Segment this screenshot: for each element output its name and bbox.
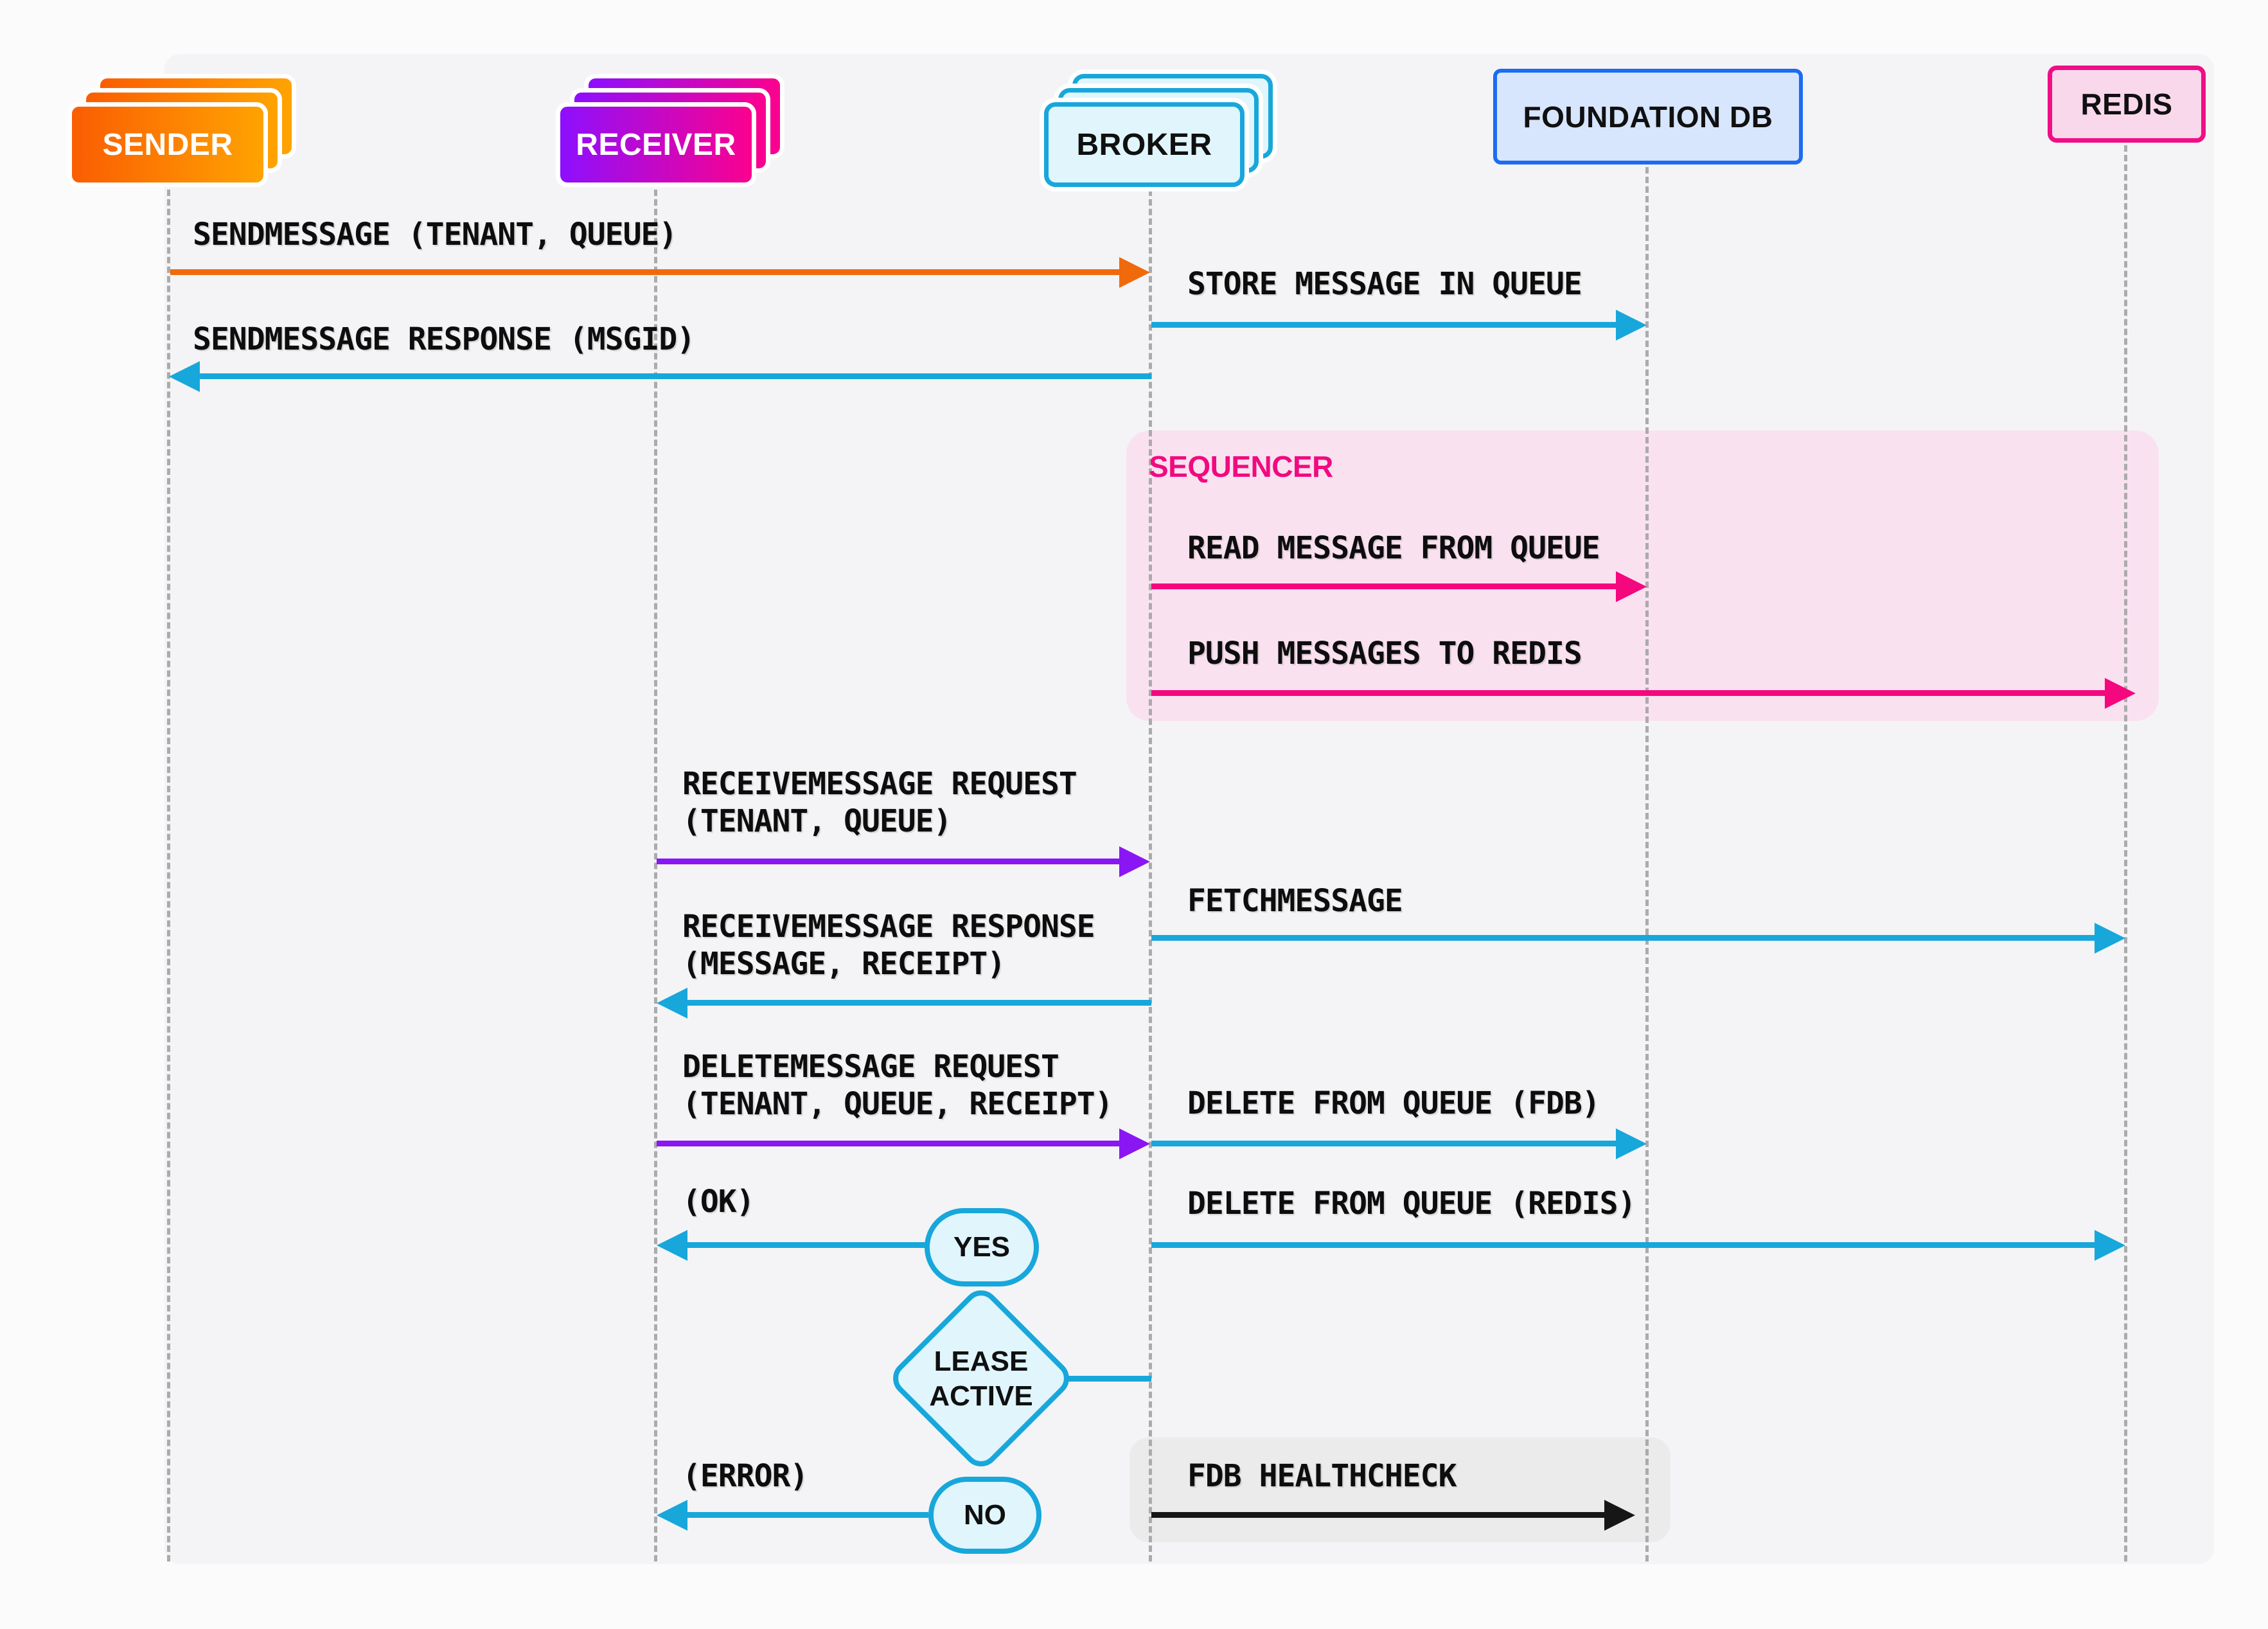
arrow-store-message (1151, 322, 1617, 328)
message-label-error: (ERROR) (682, 1458, 808, 1494)
arrow-fetchmessage (1151, 935, 2096, 941)
fdb-healthcheck-group-panel (1130, 1438, 1670, 1542)
foundationdb-lifeline (1645, 167, 1649, 1562)
actor-broker-card: BROKER (1044, 74, 1275, 190)
arrow-delete-from-queue-redis (1151, 1242, 2096, 1248)
arrow-sendmessage (170, 269, 1121, 275)
receiver-lifeline (654, 190, 657, 1562)
message-label-delete-from-queue-redis: DELETE FROM QUEUE (REDIS) (1187, 1186, 1636, 1222)
receiver-stack-front-card: RECEIVER (556, 102, 756, 187)
redis-label: REDIS (2080, 87, 2173, 121)
message-label-receivemessage-request: RECEIVEMESSAGE REQUEST (TENANT, QUEUE) (682, 766, 1077, 839)
message-label-push-messages: PUSH MESSAGES TO REDIS (1187, 636, 1582, 672)
foundationdb-label: FOUNDATION DB (1523, 100, 1773, 134)
yes-node: YES (925, 1208, 1039, 1286)
broker-lifeline (1149, 190, 1152, 1562)
message-label-receivemessage-response: RECEIVEMESSAGE RESPONSE (MESSAGE, RECEIP… (682, 909, 1095, 982)
sender-stack-front-card: SENDER (67, 102, 268, 187)
arrow-ok (686, 1242, 928, 1248)
arrow-receivemessage-request (657, 859, 1121, 864)
actor-receiver-card: RECEIVER (556, 74, 787, 190)
actor-sender-card: SENDER (67, 74, 299, 190)
message-label-delete-from-queue-fdb: DELETE FROM QUEUE (FDB) (1187, 1085, 1600, 1121)
message-label-fetchmessage: FETCHMESSAGE (1187, 883, 1403, 919)
no-node: NO (928, 1477, 1041, 1554)
arrow-receivemessage-response (686, 1000, 1151, 1006)
no-node-label: NO (964, 1499, 1006, 1531)
redis-lifeline (2124, 145, 2127, 1562)
lease-active-label: LEASE ACTIVE (929, 1346, 1033, 1412)
arrow-push-messages (1151, 690, 2106, 696)
diagram-background-panel (164, 54, 2214, 1564)
sequencer-label: SEQUENCER (1149, 450, 1333, 483)
sender-lifeline (167, 190, 170, 1562)
yes-node-label: YES (953, 1231, 1011, 1263)
message-label-store-message: STORE MESSAGE IN QUEUE (1187, 266, 1582, 302)
message-label-sendmessage-response: SENDMESSAGE RESPONSE (MSGID) (193, 321, 695, 357)
message-label-ok: (OK) (682, 1184, 755, 1220)
lease-active-connector-line (1067, 1376, 1151, 1382)
broker-stack-front-card: BROKER (1044, 102, 1245, 187)
arrow-fdb-healthcheck (1151, 1512, 1606, 1518)
message-label-fdb-healthcheck: FDB HEALTHCHECK (1187, 1458, 1457, 1494)
broker-label: BROKER (1076, 127, 1212, 162)
actor-redis-card: REDIS (2048, 66, 2206, 143)
actor-foundationdb-card: FOUNDATION DB (1493, 69, 1803, 165)
message-label-read-message: READ MESSAGE FROM QUEUE (1187, 530, 1600, 566)
receiver-label: RECEIVER (576, 127, 736, 162)
sender-label: SENDER (102, 127, 233, 162)
message-label-deletemessage-request: DELETEMESSAGE REQUEST (TENANT, QUEUE, RE… (682, 1049, 1113, 1122)
arrow-delete-from-queue-fdb (1151, 1141, 1617, 1146)
arrow-sendmessage-response (199, 373, 1151, 379)
arrow-deletemessage-request (657, 1141, 1121, 1146)
arrow-error (686, 1512, 928, 1518)
message-label-sendmessage: SENDMESSAGE (TENANT, QUEUE) (193, 217, 677, 253)
arrow-read-message (1151, 583, 1617, 589)
